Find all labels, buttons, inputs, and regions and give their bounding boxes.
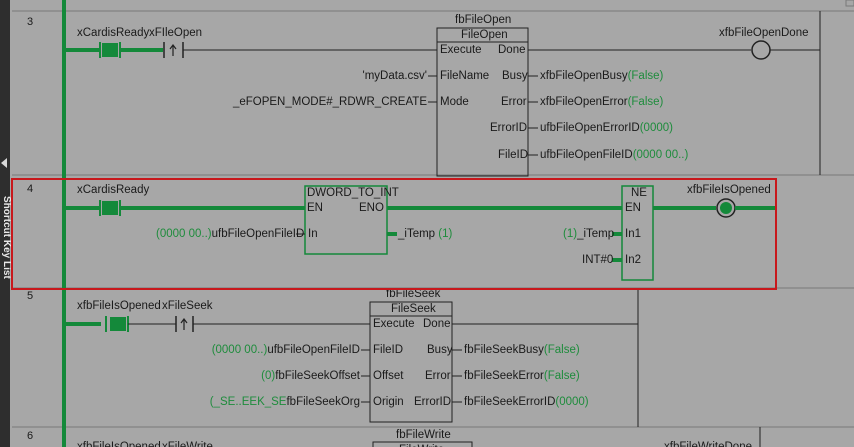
rung4-pin-en: EN [307,202,323,214]
rung4-in-value: (0000 00..) [156,228,212,240]
rung3-pin-execute: Execute [440,44,482,56]
rung5-pin-busy: Busy [427,344,453,356]
rung5-in-origin-value: (_SE..EEK_SE [209,396,287,408]
rung5-pin-error: Error [425,370,451,382]
rung3-pin-errorid: ErrorID [490,122,528,134]
rung3-out-busy-value: (False) [627,70,664,82]
rung5-fb-box [369,301,453,423]
collapse-arrow-icon[interactable] [1,158,7,168]
rung5-number: 5 [27,290,34,302]
rung4-pin-in: In [308,228,318,240]
rung5-pin-origin: Origin [373,396,404,408]
rung5-pin-execute: Execute [373,318,415,330]
rung3-out-errorid-value: (0000) [639,122,673,134]
rung4-pin-eno: ENO [359,202,384,214]
rung4-contact1-label[interactable]: xCardisReady [77,184,150,196]
rung6-coil-label[interactable]: xfbFileWriteDone [664,441,752,447]
rung3-pin-fileid: FileID [498,149,529,161]
rung4-in1-var[interactable]: _iTemp [577,228,615,240]
rung3-instance-name[interactable]: fbFileOpen [455,14,512,26]
rung4-coil-label[interactable]: xfbFileIsOpened [687,184,771,196]
rung4-number: 4 [27,183,34,195]
rung3-pin-busy: Busy [502,70,528,82]
rung6-contact2-label[interactable]: xFileWrite [162,441,213,447]
rung5-in-fileid-value: (0000 00..) [211,344,268,356]
rung4-out-value: (1) [438,228,453,240]
rung4-contact1-icon [102,201,118,215]
rung3-contact1-label[interactable]: xCardisReady [77,27,150,39]
rung3-contact2-label[interactable]: xFIleOpen [149,27,203,39]
rung3-pin-error: Error [501,96,527,108]
rung3-coil-icon [751,40,771,60]
rung5-contact1-label[interactable]: xfbFileIsOpened [77,300,161,312]
rung5-out-errorid-value: (0000) [555,396,589,408]
rung3-out-error[interactable]: xfbFileOpenError [540,96,628,108]
rung4-pin-in2: In2 [625,254,641,266]
rung3-in-filename[interactable]: 'myData.csv' [362,70,427,82]
rung5-out-busy[interactable]: fbFileSeekBusy [464,344,544,356]
rung3-out-error-value: (False) [627,96,664,108]
rung3-number: 3 [27,16,34,28]
shortcut-key-sidebar[interactable]: Shortcut Key List [0,0,12,447]
rung5-pin-errorid: ErrorID [414,396,452,408]
rung5-in-offset[interactable]: fbFileSeekOffset [275,370,360,382]
rung4-in1-value: (1) [563,228,578,240]
rung3-pin-filename: FileName [440,70,490,82]
rung5-contact2-label[interactable]: xFileSeek [162,300,213,312]
rung4-pin-in1: In1 [625,228,641,240]
rung3-in-mode[interactable]: _eFOPEN_MODE#_RDWR_CREATE [232,96,427,108]
rung3-coil-label[interactable]: xfbFileOpenDone [719,27,809,39]
rung4-pin-en2: EN [625,202,641,214]
rung4-func1-box [304,185,388,255]
rung6-contact1-label[interactable]: xfbFileIsOpened [77,441,161,447]
rung4-func2-name[interactable]: NE [631,187,647,199]
rung3-out-errorid[interactable]: ufbFileOpenErrorID [540,122,640,134]
rung4-in-var[interactable]: ufbFileOpenFileID [211,228,305,240]
rung5-instance-name[interactable]: fbFileSeek [386,288,441,300]
rung6-fb-box [372,441,473,447]
rung3-out-fileid-value: (0000 00..) [632,149,689,161]
rung6-fb-type: FileWrite [399,444,444,447]
shortcut-key-list-tab[interactable]: Shortcut Key List [1,196,12,279]
rung3-contact1-icon [102,43,118,57]
rung5-out-error-value: (False) [543,370,580,382]
rung3-pin-done: Done [498,44,526,56]
rung3-out-busy[interactable]: xfbFileOpenBusy [540,70,628,82]
rung5-fb-type: FileSeek [391,303,436,315]
rung6-number: 6 [27,430,34,442]
rung5-in-offset-value: (0) [261,370,276,382]
rung5-pin-fileid: FileID [373,344,404,356]
rung5-contact1-icon [110,317,126,331]
rung4-out-var[interactable]: _iTemp [398,228,436,240]
scroll-corner [845,0,854,7]
rung5-out-errorid[interactable]: fbFileSeekErrorID [464,396,556,408]
rung3-out-fileid[interactable]: ufbFileOpenFileID [540,149,633,161]
rung5-pin-offset: Offset [373,370,404,382]
rung5-in-fileid[interactable]: ufbFileOpenFileID [267,344,360,356]
rung6-instance-name[interactable]: fbFileWrite [396,429,451,441]
rung5-pin-done: Done [423,318,451,330]
rung3-pin-mode: Mode [440,96,469,108]
rung5-out-error[interactable]: fbFileSeekError [464,370,544,382]
selected-rung-highlight [11,178,777,290]
rung5-out-busy-value: (False) [543,344,580,356]
rung4-in2-var[interactable]: INT#0 [582,254,614,266]
rung3-fb-type: FileOpen [461,29,508,41]
rung5-in-origin[interactable]: fbFileSeekOrg [286,396,360,408]
rung4-func1-name[interactable]: DWORD_TO_INT [307,187,399,199]
